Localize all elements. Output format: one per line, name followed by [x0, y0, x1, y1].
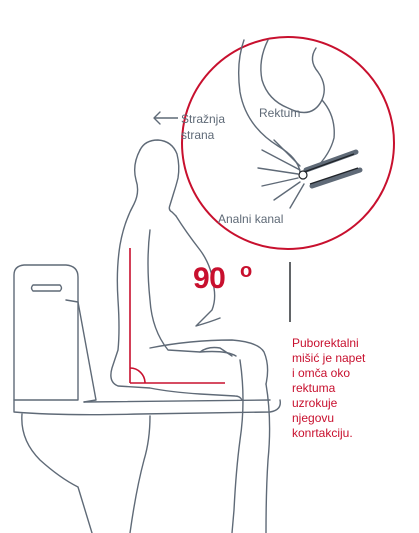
caption-line: njegovu	[292, 411, 384, 426]
caption-line: rektuma	[292, 381, 384, 396]
anal-canal-label: Analni kanal	[218, 212, 283, 226]
toilet-drawing	[14, 265, 280, 533]
toilet-bowl-front	[130, 416, 150, 533]
toilet-bowl-top	[14, 400, 280, 415]
back-side-label: Stražnja strana	[181, 111, 241, 143]
angle-arc	[130, 368, 145, 383]
back-label-line-2: strana	[181, 128, 214, 142]
back-label-line-1: Stražnja	[181, 111, 241, 127]
caption-line: Puborektalni	[292, 336, 384, 351]
angle-value: 90	[193, 264, 225, 294]
toilet-seat-back	[66, 300, 96, 402]
thigh	[150, 340, 268, 384]
toilet-bowl-body	[22, 414, 92, 533]
flush-handle	[32, 285, 62, 291]
caption-line: mišić je napet	[292, 351, 384, 366]
shin	[232, 360, 243, 533]
anal-canal-mark	[299, 171, 307, 179]
caption-line: uzrokuje	[292, 396, 384, 411]
caption-line: konrtakciju.	[292, 426, 384, 441]
caption: Puborektalni mišić je napet i omča oko r…	[292, 336, 384, 441]
head-outline	[140, 140, 179, 216]
shin-back	[266, 384, 270, 533]
caption-line: i omča oko	[292, 366, 384, 381]
angle-degree-mark: o	[240, 261, 252, 281]
zoom-circle-border	[182, 37, 394, 249]
rektum-label: Rektum	[259, 106, 300, 120]
